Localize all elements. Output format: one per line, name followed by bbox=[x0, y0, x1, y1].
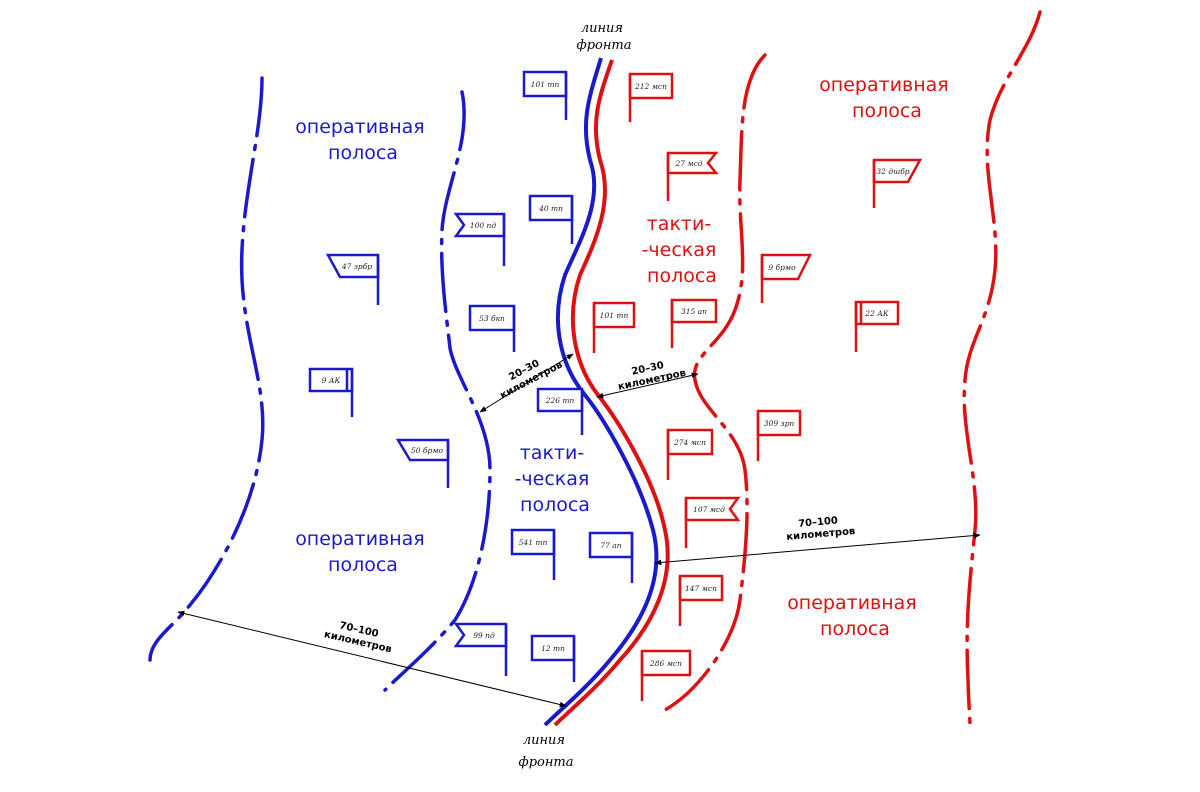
blue-unit-flag: 53 бкп bbox=[468, 304, 516, 352]
unit-label: 147 мсп bbox=[685, 584, 717, 593]
flag-cloth bbox=[453, 622, 508, 648]
blue-tactical-zone-label: такти- -ческая полоса bbox=[515, 442, 596, 516]
red-unit-flag: 309 зрп bbox=[756, 409, 802, 461]
red-operational-distance-label: 70–100 километров bbox=[785, 514, 856, 543]
unit-label: 274 мсп bbox=[673, 438, 706, 447]
blue-tactical-distance-arrow bbox=[479, 353, 574, 413]
unit-label: 9 брмо bbox=[768, 263, 796, 272]
blue-unit-flag: 226 тп bbox=[536, 387, 584, 435]
blue-operational-distance-arrow bbox=[177, 610, 567, 708]
unit-label: 541 тп bbox=[519, 538, 548, 547]
unit-label: 40 тп bbox=[538, 204, 563, 213]
unit-label: 100 пд bbox=[470, 221, 497, 230]
blue-unit-flag: 101 тп bbox=[522, 70, 568, 120]
unit-label: 27 мсд bbox=[674, 159, 702, 168]
unit-label: 22 АК bbox=[864, 309, 889, 318]
flag-cloth bbox=[453, 212, 506, 238]
unit-label: 53 бкп bbox=[479, 314, 505, 323]
unit-label: 107 мсд bbox=[693, 505, 725, 514]
blue-tactical-boundary bbox=[383, 90, 492, 692]
blue-unit-flag: 541 тп bbox=[510, 528, 556, 580]
unit-label: 47 зрбр bbox=[341, 262, 372, 271]
unit-label: 99 пд bbox=[473, 631, 495, 640]
red-tactical-distance-arrow bbox=[596, 372, 699, 399]
red-unit-flag: 286 мсп bbox=[640, 649, 692, 701]
red-unit-flag: 107 мсд bbox=[684, 496, 741, 548]
unit-flags: 101 тп 100 пд 40 тп 47 зрбр 53 бкп 9 АК 226 тп… bbox=[308, 70, 923, 701]
unit-label: 77 ап bbox=[600, 541, 621, 550]
blue-unit-flag: 50 брмо bbox=[395, 438, 450, 488]
front-line-label-top: линия фронта bbox=[577, 21, 632, 53]
blue-unit-flag: 100 пд bbox=[453, 212, 506, 266]
red-unit-flag: 147 мсп bbox=[678, 574, 724, 626]
red-unit-flag: 101 тп bbox=[592, 301, 636, 353]
unit-label: 12 тп bbox=[541, 644, 565, 653]
unit-label: 9 АК bbox=[322, 376, 341, 385]
blue-unit-flag: 12 тп bbox=[530, 634, 576, 682]
blue-operational-zone-label-bottom: оперативная полоса bbox=[295, 528, 431, 576]
blue-unit-flag: 40 тп bbox=[528, 194, 574, 244]
unit-label: 212 мсп bbox=[634, 82, 667, 91]
unit-label: 101 тп bbox=[531, 80, 560, 89]
red-unit-flag: 32 дшбр bbox=[872, 158, 923, 208]
blue-unit-flag: 47 зрбр bbox=[325, 253, 380, 305]
red-operational-distance-arrow bbox=[654, 532, 981, 566]
unit-label: 50 брмо bbox=[411, 446, 444, 455]
red-rear-boundary bbox=[962, 10, 1042, 727]
red-unit-flag: 315 ап bbox=[670, 298, 718, 348]
blue-unit-flag: 99 пд bbox=[453, 622, 508, 676]
blue-operational-zone-label-top: оперативная полоса bbox=[295, 116, 431, 164]
front-line-label-bottom: линия фронта bbox=[519, 733, 574, 770]
red-unit-flag: 9 брмо bbox=[760, 253, 813, 303]
unit-label: 309 зрп bbox=[764, 419, 795, 428]
blue-front-line bbox=[543, 57, 659, 727]
unit-label: 286 мсп bbox=[649, 659, 682, 668]
unit-label: 315 ап bbox=[681, 307, 707, 316]
unit-label: 226 тп bbox=[545, 396, 575, 405]
red-unit-flag: 212 мсп bbox=[628, 72, 674, 122]
blue-unit-flag: 77 ап bbox=[588, 531, 634, 583]
red-unit-flag: 27 мсд bbox=[666, 151, 719, 201]
red-tactical-zone-label: такти- -ческая полоса bbox=[642, 213, 723, 287]
red-tactical-distance-label: 20–30 километров bbox=[615, 356, 687, 393]
blue-rear-boundary bbox=[148, 76, 265, 662]
red-unit-flag: 274 мсп bbox=[666, 428, 714, 480]
red-unit-flag: 22 АК bbox=[854, 300, 900, 352]
red-operational-zone-label-bottom: оперативная полоса bbox=[787, 592, 923, 640]
unit-label: 32 дшбр bbox=[876, 167, 909, 176]
unit-label: 101 тп bbox=[600, 311, 629, 320]
blue-unit-flag: 9 АК bbox=[308, 367, 354, 417]
red-operational-zone-label-top: оперативная полоса bbox=[819, 74, 955, 122]
